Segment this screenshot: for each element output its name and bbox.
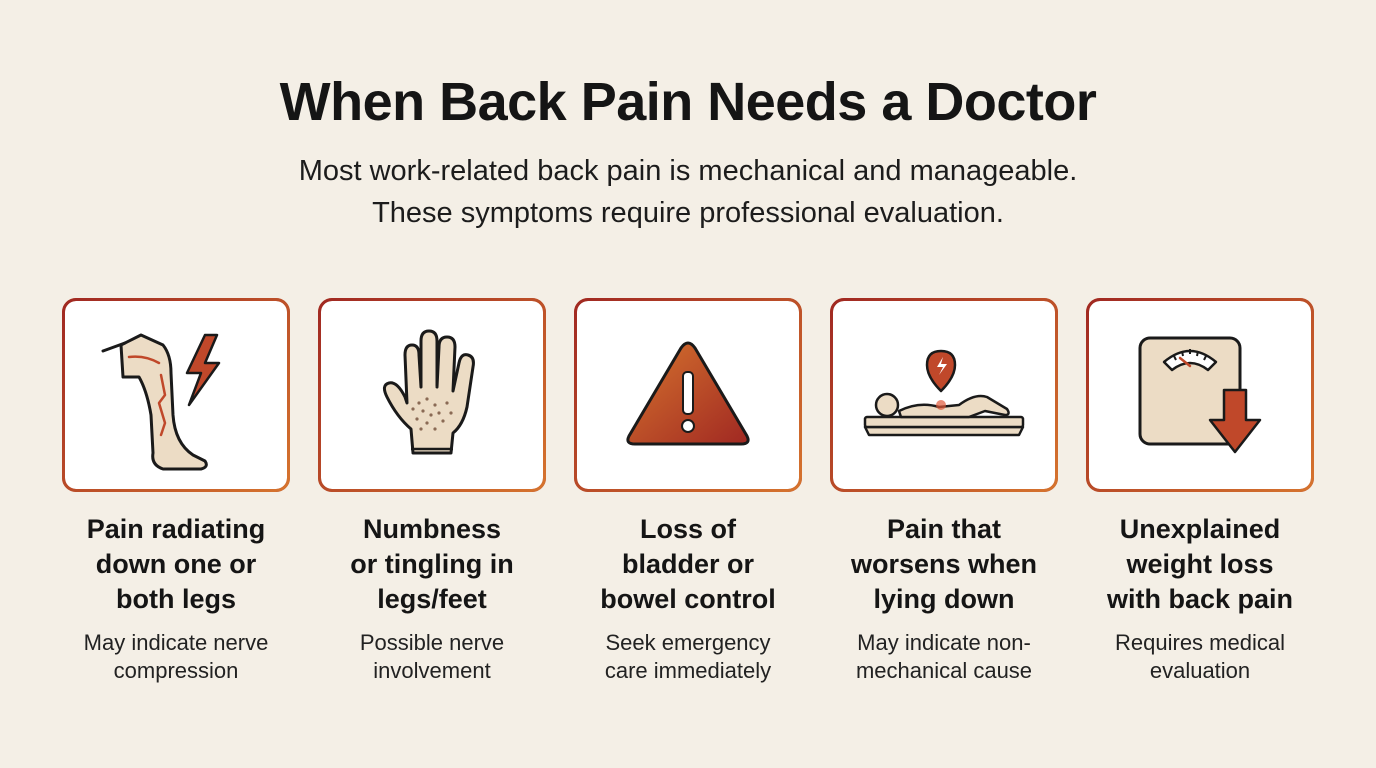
leg-lightning-icon bbox=[101, 333, 221, 471]
symptom-icon-box bbox=[318, 298, 546, 492]
subtitle-line-2: These symptoms require professional eval… bbox=[372, 197, 1004, 229]
page-subtitle: Most work-related back pain is mechanica… bbox=[0, 150, 1376, 234]
page-title: When Back Pain Needs a Doctor bbox=[279, 72, 1097, 132]
symptom-heading: Loss of bladder or bowel control bbox=[600, 514, 776, 614]
symptom-heading: Pain radiating down one or both legs bbox=[86, 514, 266, 614]
symptom-icon-box bbox=[574, 298, 802, 492]
symptom-description: Seek emergency care immediately bbox=[604, 630, 772, 683]
symptom-description: May indicate non- mechanical cause bbox=[855, 630, 1033, 683]
symptom-card-bladder: Loss of bladder or bowel control Seek em… bbox=[574, 298, 802, 685]
symptom-heading: Pain that worsens when lying down bbox=[850, 514, 1038, 614]
lying-down-pain-icon bbox=[863, 349, 1025, 437]
scale-weight-loss-icon bbox=[1138, 336, 1262, 454]
symptom-description: May indicate nerve compression bbox=[83, 630, 269, 683]
symptom-heading: Numbness or tingling in legs/feet bbox=[350, 514, 514, 614]
hand-tingling-icon bbox=[382, 329, 475, 455]
symptom-icon-box bbox=[62, 298, 290, 492]
symptom-heading: Unexplained weight loss with back pain bbox=[1106, 514, 1294, 614]
symptom-card-weight-loss: Unexplained weight loss with back pain R… bbox=[1086, 298, 1314, 685]
symptom-icon-box bbox=[830, 298, 1058, 492]
symptom-card-numbness: Numbness or tingling in legs/feet Possib… bbox=[318, 298, 546, 685]
symptom-card-leg-pain: Pain radiating down one or both legs May… bbox=[62, 298, 290, 685]
symptom-icon-box bbox=[1086, 298, 1314, 492]
subtitle-line-1: Most work-related back pain is mechanica… bbox=[298, 155, 1078, 187]
symptom-card-lying-down: Pain that worsens when lying down May in… bbox=[830, 298, 1058, 685]
warning-triangle-icon bbox=[626, 341, 750, 446]
symptom-description: Possible nerve involvement bbox=[359, 630, 505, 683]
symptom-description: Requires medical evaluation bbox=[1115, 630, 1285, 683]
